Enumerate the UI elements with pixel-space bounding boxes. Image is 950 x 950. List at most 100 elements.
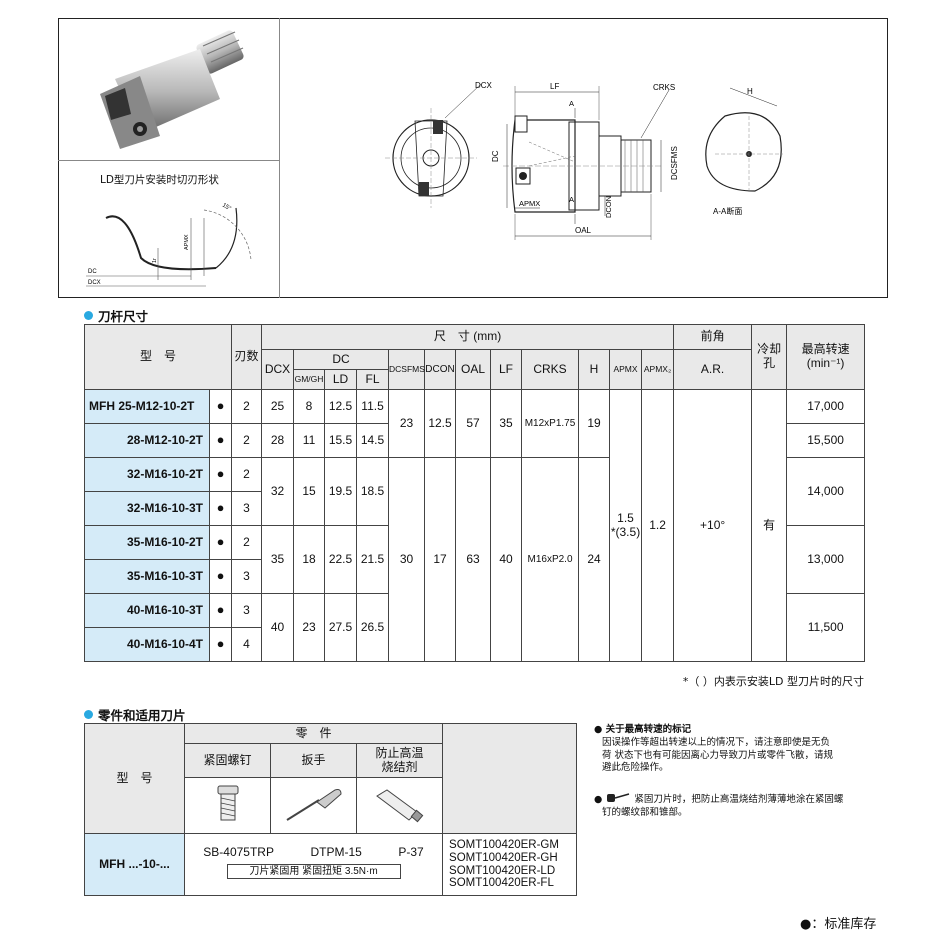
dcx-cell: 25 <box>261 389 295 424</box>
edges-cell: 2 <box>231 423 263 458</box>
parts-hdr-wrench: 扳手 <box>270 743 357 778</box>
dc-ld-cell: 15.5 <box>324 423 358 458</box>
crks-cell: M16xP2.0 <box>521 457 580 662</box>
hdr-maxspeed: 最高转速(min⁻¹) <box>786 324 866 390</box>
dcx-cell: 35 <box>261 525 295 594</box>
dc-ld-cell: 22.5 <box>324 525 358 594</box>
hdr-coolant: 冷却孔 <box>751 324 788 390</box>
wrench-value: DTPM-15 <box>310 845 362 859</box>
screw-icon <box>217 785 238 821</box>
speed-cell: 17,000 <box>786 389 866 424</box>
dc-gm-cell: 8 <box>293 389 326 424</box>
dc-gm-cell: 15 <box>293 457 326 526</box>
dcx-cell: 40 <box>261 593 295 662</box>
parts-values-cell: SB-4075TRP DTPM-15 P-37 刀片紧固用 紧固扭矩 3.5N·… <box>183 833 444 896</box>
stock-legend: ●：标准库存 <box>800 917 877 932</box>
dcsfms-cell: 23 <box>388 389 426 458</box>
dcon-cell: 17 <box>424 457 457 662</box>
ld-angle-label: 15° <box>221 203 232 213</box>
stock-cell: ● <box>208 627 233 662</box>
dc-fl-cell: 11.5 <box>356 389 390 424</box>
hdr-ld: LD <box>324 369 358 390</box>
speed-cell: 15,500 <box>786 423 866 458</box>
section2-title: 零件和适用刀片 <box>98 708 186 723</box>
hdr-crks: CRKS <box>521 349 580 390</box>
photo-pane <box>58 18 280 298</box>
tube-icon <box>375 788 423 822</box>
note2-line: 钉的螺纹部和锥部。 <box>602 806 688 818</box>
dcx-cell: 28 <box>261 423 295 458</box>
crks-label: CRKS <box>653 83 675 92</box>
dc-fl-cell: 14.5 <box>356 423 390 458</box>
holder-dimensions-table: 型 号 刃数 尺 寸 (mm) 前角 冷却孔 最高转速(min⁻¹) DCX D… <box>83 324 866 662</box>
insert-item: SOMT100420ER-GH <box>449 851 558 864</box>
dc-gm-cell: 11 <box>293 423 326 458</box>
section-a-bottom: A <box>569 195 574 204</box>
hdr-apmx2: APMX₂ <box>641 349 675 390</box>
hdr-edges: 刃数 <box>231 324 263 390</box>
note2-line: ● 紧固刀片时，把防止高温烧结剂薄薄地涂在紧固螺 <box>594 793 844 805</box>
table-row-model: 35-M16-10-3T <box>84 559 210 594</box>
note-max-speed: ● 关于最高转速的标记 因误操作等超出转速以上的情况下，请注意即使是无负 荷 状… <box>594 724 884 775</box>
dc-ld-cell: 12.5 <box>324 389 358 424</box>
hdr-dims: 尺 寸 (mm) <box>261 324 675 350</box>
apmx-cell: 1.5*(3.5) <box>609 389 643 662</box>
footnote: *（ ）内表示安装LD 型刀片时的尺寸 <box>682 675 864 688</box>
h-label: H <box>747 87 753 96</box>
stock-cell: ● <box>208 423 233 458</box>
edges-cell: 2 <box>231 457 263 492</box>
table-row-model: 32-M16-10-2T <box>84 457 210 492</box>
dcsfms-label: DCSFMS <box>670 146 679 180</box>
section2-heading: 零件和适用刀片 <box>84 705 186 724</box>
speed-cell: 11,500 <box>786 593 866 662</box>
bullet-dot-icon <box>84 311 93 320</box>
dcx-cell: 32 <box>261 457 295 526</box>
tool-photo <box>100 30 244 149</box>
edges-cell: 3 <box>231 593 263 628</box>
stock-cell: ● <box>208 593 233 628</box>
ld-dcx-label: DCX <box>88 280 101 286</box>
oal-cell: 63 <box>455 457 492 662</box>
edges-cell: 2 <box>231 525 263 560</box>
parts-table: 型 号 零 件 紧固螺钉 扳手 防止高温 烧结剂 <box>84 723 578 896</box>
note1-title: ● 关于最高转速的标记 <box>594 724 692 735</box>
parts-hdr-anti: 防止高温 烧结剂 <box>355 743 444 778</box>
stock-cell: ● <box>208 457 233 492</box>
lf-cell: 40 <box>490 457 523 662</box>
table-row-model: 40-M16-10-3T <box>84 593 210 628</box>
ld-caption: LD型刀片安装时切刃形状 <box>100 174 219 186</box>
dc-gm-cell: 18 <box>293 525 326 594</box>
dcx-label: DCX <box>475 81 493 90</box>
hdr-ar: A.R. <box>673 349 753 390</box>
hdr-lf: LF <box>490 349 523 390</box>
table-row-model: MFH 25-M12-10-2T <box>84 389 210 424</box>
wrench-icon <box>285 788 342 821</box>
h-cell: 19 <box>578 389 611 458</box>
dc-fl-cell: 18.5 <box>356 457 390 526</box>
hdr-dcsfms: DCSFMS <box>388 349 426 390</box>
dc-label: DC <box>491 150 500 162</box>
parts-hdr-model: 型 号 <box>84 723 185 834</box>
hdr-dc: DC <box>293 349 390 370</box>
stock-cell: ● <box>208 525 233 560</box>
note1-line: 荷 状态下也有可能因离心力导致刀片或零件飞散，请规 <box>602 749 834 761</box>
insert-item: SOMT100420ER-FL <box>449 877 554 890</box>
wrench-image-cell <box>270 777 357 834</box>
crks-cell: M12xP1.75 <box>521 389 580 458</box>
edges-cell: 3 <box>231 491 263 526</box>
note1-line: 因误操作等超出转速以上的情况下，请注意即使是无负 <box>602 736 831 748</box>
ld-1r-label: 1r <box>152 258 158 263</box>
tool-drawing: DCX LF CRKS DC DCSFMS APMX DCON OAL A A … <box>385 81 783 240</box>
ld-apmx-label: APMX <box>184 234 190 250</box>
dc-fl-cell: 26.5 <box>356 593 390 662</box>
screw-value: SB-4075TRP <box>203 845 274 859</box>
oal-label: OAL <box>575 226 592 235</box>
parts-hdr-parts: 零 件 <box>183 723 444 744</box>
table-row-model: 40-M16-10-4T <box>84 627 210 662</box>
dc-ld-cell: 19.5 <box>324 457 358 526</box>
stock-cell: ● <box>208 559 233 594</box>
ld-edge-diagram: DC DCX APMX 1r 15° <box>86 203 252 287</box>
table-row-model: 28-M12-10-2T <box>84 423 210 458</box>
note-anti-seize: ● 紧固刀片时，把防止高温烧结剂薄薄地涂在紧固螺 钉的螺纹部和锥部。 <box>594 792 884 820</box>
hdr-apmx: APMX <box>609 349 643 390</box>
